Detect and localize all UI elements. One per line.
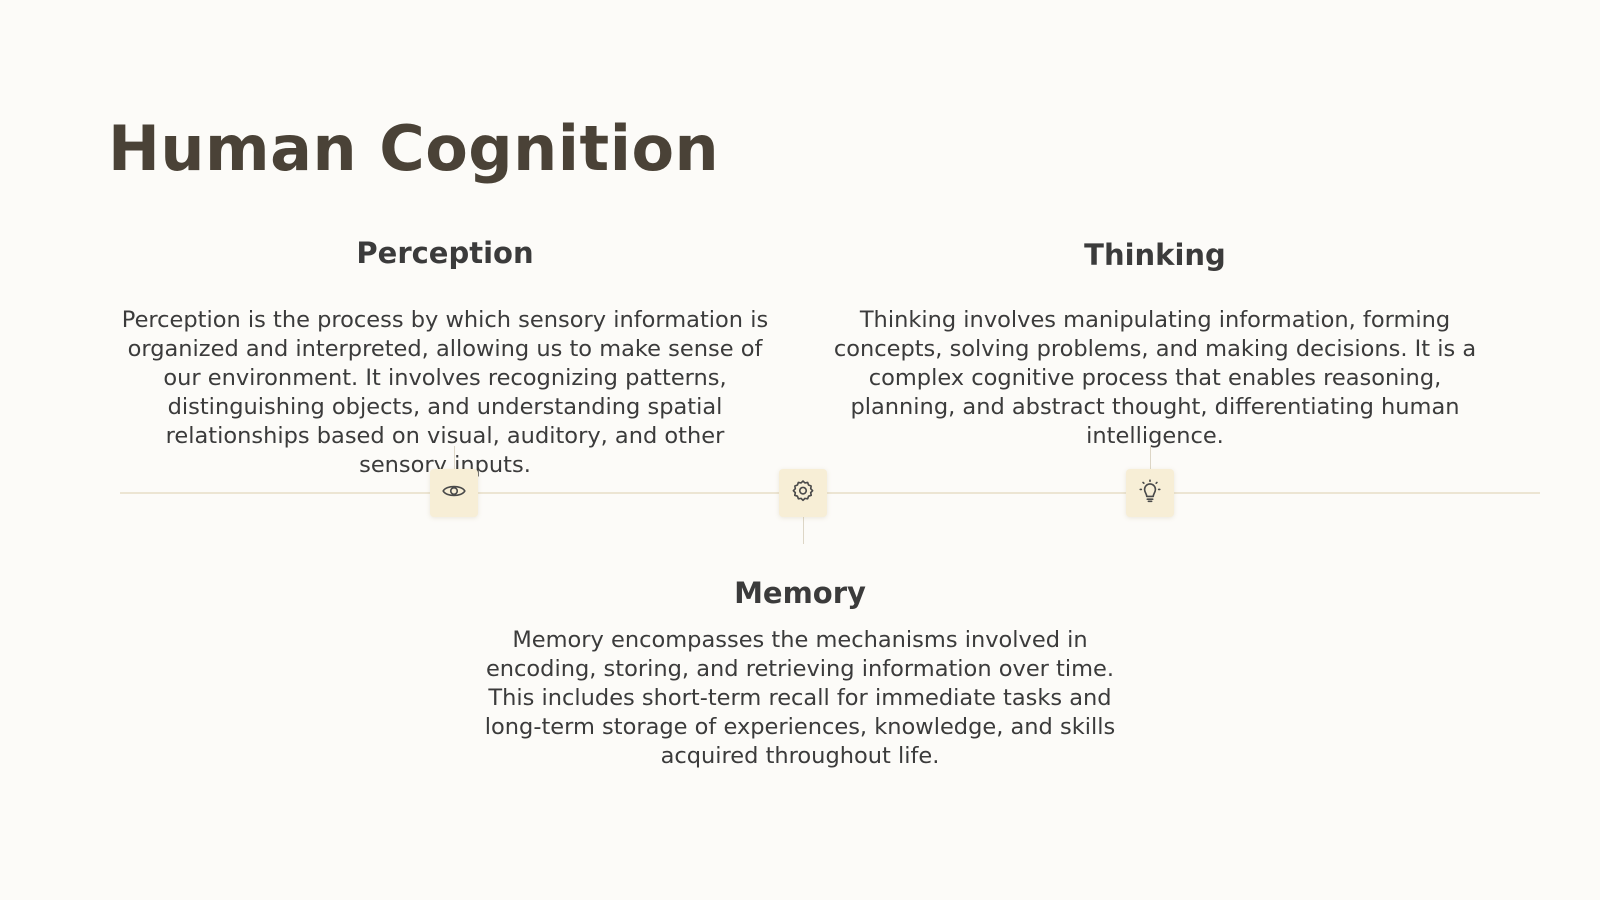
perception-connector [454, 446, 455, 470]
memory-description: Memory encompasses the mechanisms involv… [484, 627, 1116, 769]
thinking-connector [1150, 446, 1151, 470]
perception-heading: Perception [356, 236, 534, 270]
timeline-line [120, 492, 1540, 494]
thinking-description: Thinking involves manipulating informati… [833, 307, 1477, 449]
perception-node [430, 469, 478, 517]
thinking-section: Thinking Thinking involves manipulating … [830, 238, 1480, 451]
memory-node [779, 469, 827, 517]
eye-icon [441, 478, 467, 508]
thinking-node [1126, 469, 1174, 517]
memory-section: Memory Memory encompasses the mechanisms… [470, 576, 1130, 771]
thinking-heading: Thinking [1084, 238, 1226, 272]
perception-section: Perception Perception is the process by … [120, 236, 770, 480]
lightbulb-icon [1137, 478, 1163, 508]
slide-title: Human Cognition [108, 112, 720, 185]
perception-description: Perception is the process by which senso… [121, 307, 769, 478]
gear-icon [790, 478, 816, 508]
memory-heading: Memory [734, 576, 866, 610]
memory-connector [803, 516, 804, 544]
